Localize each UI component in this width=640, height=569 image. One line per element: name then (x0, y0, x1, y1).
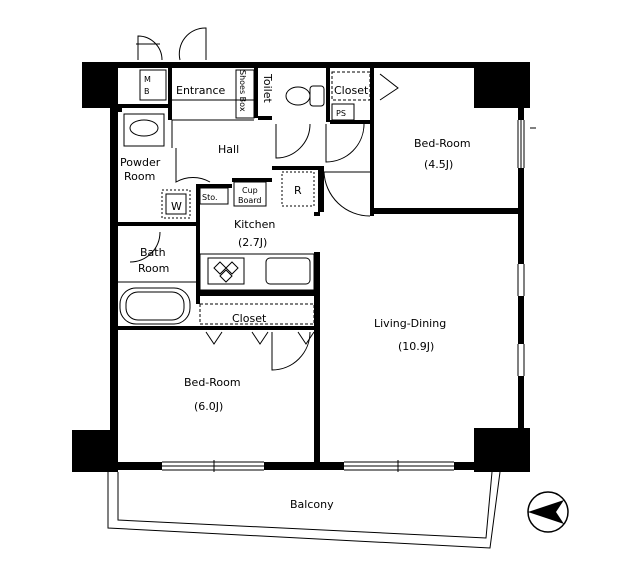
exterior-walls (110, 62, 524, 470)
storage-label: Sto. (202, 193, 218, 202)
balcony-label: Balcony (290, 498, 334, 511)
refrigerator-label: R (294, 184, 302, 197)
doors (129, 27, 399, 371)
bath-room-label-2: Room (138, 262, 169, 275)
mb-label-b: B (144, 87, 150, 96)
bath-room-label-1: Bath (140, 246, 166, 259)
ps-label: PS (336, 109, 346, 118)
cup-board-label-2: Board (238, 196, 262, 205)
interior-walls (118, 68, 524, 464)
cup-board-label-1: Cup (242, 186, 258, 195)
labels: M B Entrance Shoes Box Toilet Closet PS … (120, 70, 471, 511)
entrance-label: Entrance (176, 84, 226, 97)
closet-top-label: Closet (334, 84, 369, 97)
mb-label: M (144, 75, 151, 84)
bed-room-large-label: Bed-Room (184, 376, 241, 389)
washer-label: W (171, 200, 182, 213)
kitchen-label: Kitchen (234, 218, 275, 231)
powder-room-label-1: Powder (120, 156, 161, 169)
structural-columns (72, 62, 530, 472)
hall-label: Hall (218, 143, 239, 156)
fixtures (118, 69, 371, 325)
shoes-box-label: Shoes Box (238, 70, 247, 112)
bed-room-large-size: (6.0J) (194, 400, 223, 413)
toilet-label: Toilet (261, 73, 274, 103)
kitchen-size: (2.7J) (238, 236, 267, 249)
balcony-outline (107, 471, 501, 549)
bed-room-small-size: (4.5J) (424, 158, 453, 171)
powder-room-label-2: Room (124, 170, 155, 183)
compass-icon (527, 491, 569, 533)
closet-mid-label: Closet (232, 312, 267, 325)
living-dining-size: (10.9J) (398, 340, 434, 353)
living-dining-label: Living-Dining (374, 317, 446, 330)
bed-room-small-label: Bed-Room (414, 137, 471, 150)
windows (162, 120, 536, 472)
